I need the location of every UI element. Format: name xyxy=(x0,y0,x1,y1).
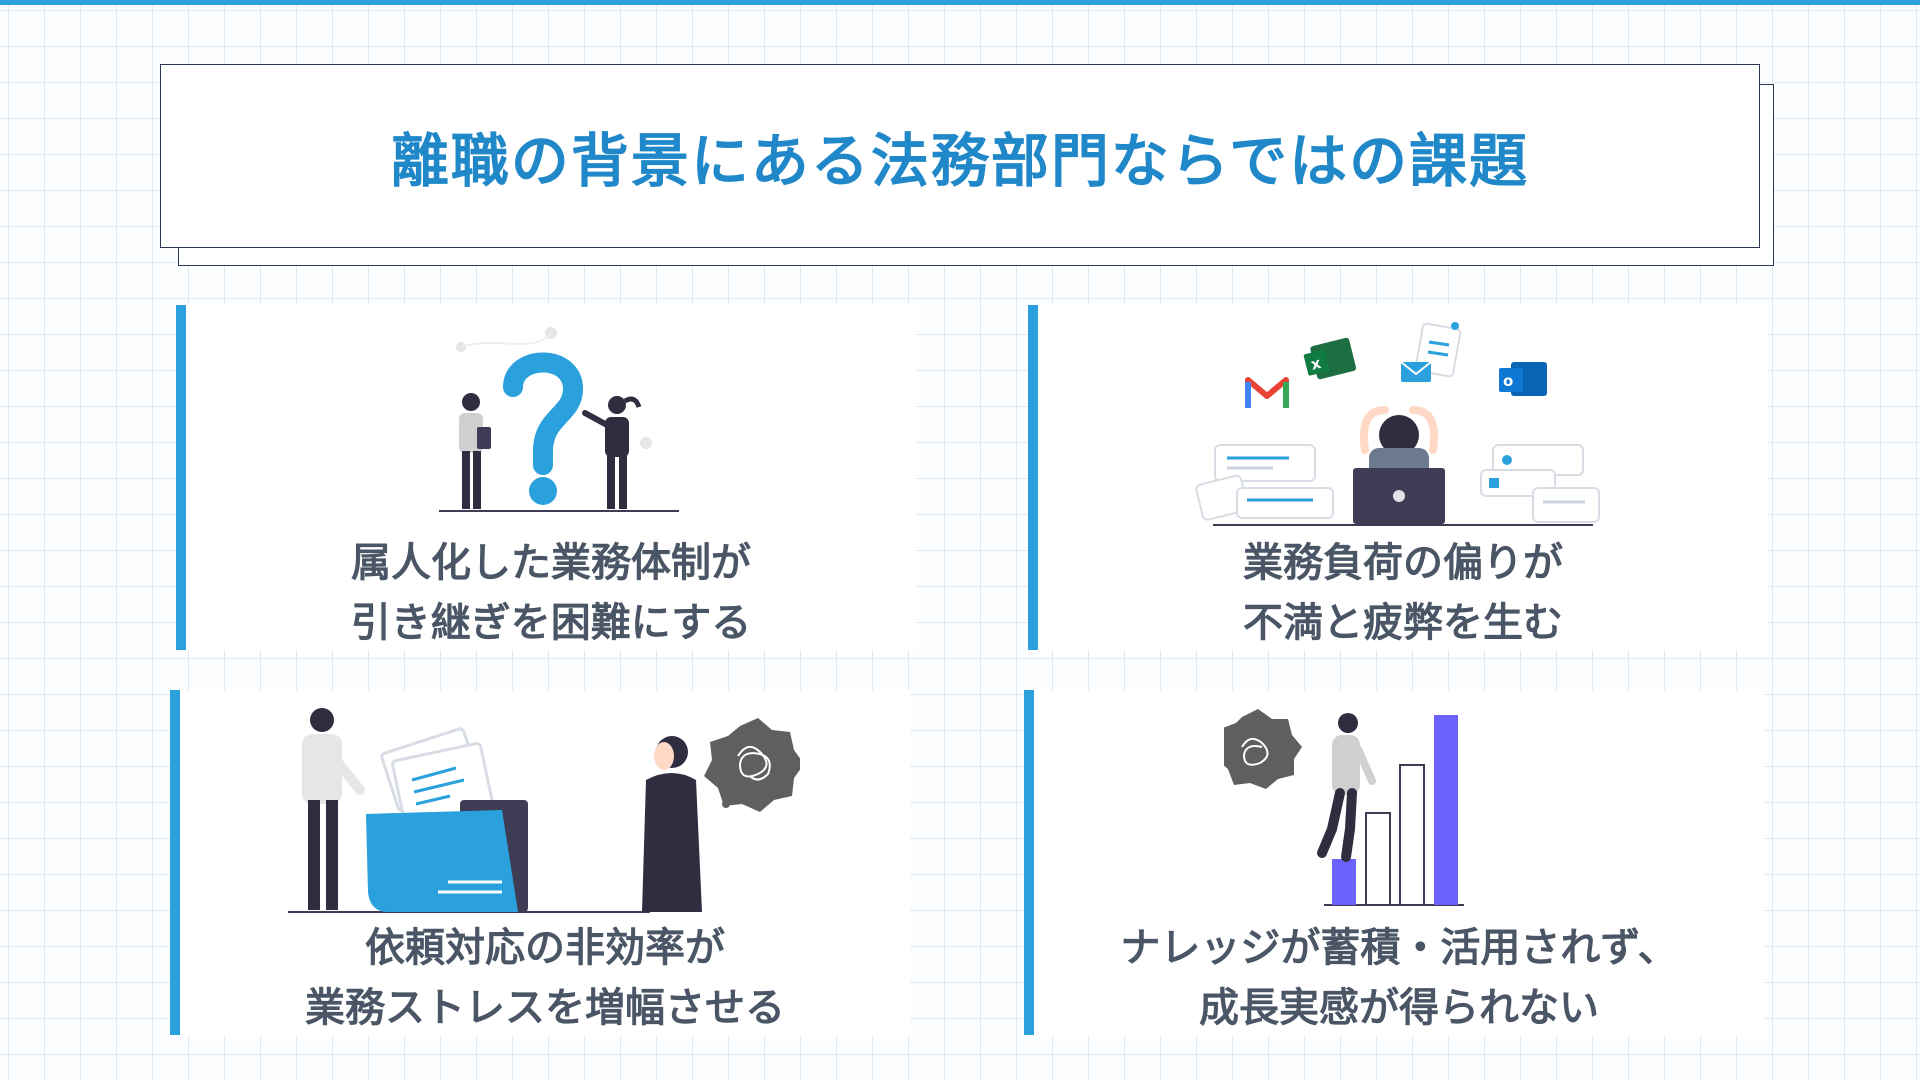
overwhelmed-person-laptop-illustration: x o xyxy=(1195,322,1600,526)
gmail-icon xyxy=(1245,376,1289,410)
issue-card-1: 属人化した業務体制が 引き継ぎを困難にする xyxy=(176,305,916,650)
caption-line-1: 属人化した業務体制が xyxy=(351,540,751,586)
outlook-icon: o xyxy=(1499,362,1547,396)
page-title: 離職の背景にある法務部門ならではの課題 xyxy=(390,127,1530,195)
card-caption: 依頼対応の非効率が 業務ストレスを増幅させる xyxy=(180,918,910,1038)
caption-line-1: ナレッジが蓄積・活用されず、 xyxy=(1120,925,1678,971)
card-caption: 属人化した業務体制が 引き継ぎを困難にする xyxy=(186,533,916,653)
svg-text:x: x xyxy=(1309,354,1323,374)
issue-card-4: ナレッジが蓄積・活用されず、 成長実感が得られない xyxy=(1024,690,1764,1035)
issue-card-2: x o 業務負荷の偏りが 不満と疲弊を生む xyxy=(1028,305,1768,650)
excel-icon: x xyxy=(1303,337,1357,380)
caption-line-2: 成長実感が得られない xyxy=(1199,985,1599,1031)
caption-line-1: 業務負荷の偏りが xyxy=(1243,540,1563,586)
issue-card-3: 依頼対応の非効率が 業務ストレスを増幅させる xyxy=(170,690,910,1035)
caption-line-2: 業務ストレスを増幅させる xyxy=(305,985,785,1031)
card-accent-bar xyxy=(170,690,180,1035)
caption-line-1: 依頼対応の非効率が xyxy=(365,925,725,971)
bar-chart-growth-illustration xyxy=(1224,709,1464,906)
caption-line-2: 不満と疲弊を生む xyxy=(1243,600,1563,646)
caption-line-2: 引き継ぎを困難にする xyxy=(350,600,752,646)
card-caption: ナレッジが蓄積・活用されず、 成長実感が得られない xyxy=(1034,918,1764,1038)
question-mark-people-illustration xyxy=(439,327,679,512)
card-accent-bar xyxy=(176,305,186,650)
card-accent-bar xyxy=(1024,690,1034,1035)
card-accent-bar xyxy=(1028,305,1038,650)
email-icon xyxy=(1400,322,1462,382)
folder-requests-stress-illustration xyxy=(288,708,800,913)
card-caption: 業務負荷の偏りが 不満と疲弊を生む xyxy=(1038,533,1768,653)
top-accent-bar xyxy=(0,0,1920,5)
title-box: 離職の背景にある法務部門ならではの課題 xyxy=(160,64,1760,248)
svg-text:o: o xyxy=(1503,372,1513,390)
